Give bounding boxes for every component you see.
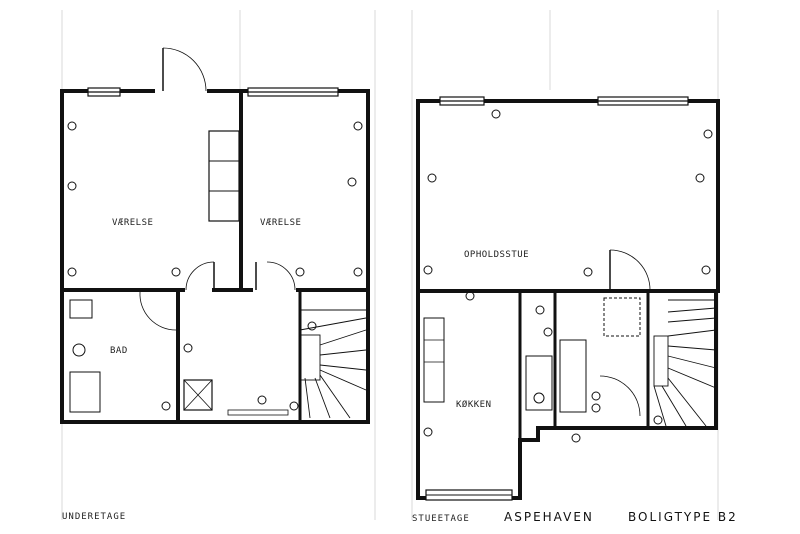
room-label-bad: BAD (110, 346, 128, 356)
toilet (72, 343, 86, 357)
window (439, 96, 689, 106)
cabinet (559, 339, 587, 413)
electrical-symbol (423, 109, 713, 443)
door-swing (185, 261, 215, 291)
electrical-symbol (67, 121, 363, 411)
window (87, 87, 339, 97)
room-label-vaerelse: VÆRELSE (112, 218, 154, 228)
storage (183, 379, 213, 411)
dashed-area (603, 297, 641, 337)
outer-wall (60, 89, 370, 424)
title-project: ASPEHAVEN (504, 510, 594, 524)
caption-underetage: UNDERETAGE (62, 512, 127, 522)
door-swing (162, 47, 207, 92)
staircase (299, 309, 367, 419)
caption-stueetage: STUEETAGE (412, 514, 470, 524)
stove (525, 355, 553, 411)
shower (69, 371, 101, 413)
door-swing (609, 249, 651, 292)
door-swing (266, 261, 296, 291)
stueetage-plan (416, 96, 720, 501)
room-label-vaerelse: VÆRELSE (260, 218, 302, 228)
room-label-opholdsstue: OPHOLDSSTUE (464, 250, 530, 260)
door-swing (599, 375, 641, 417)
room-label-kokken: KØKKEN (456, 400, 492, 410)
sink (69, 299, 93, 319)
kitchen-counter (423, 317, 445, 403)
staircase (653, 299, 717, 427)
radiator (227, 409, 289, 416)
door-swing (139, 291, 177, 331)
faint-grid-lines (61, 10, 719, 520)
title-boligtype: BOLIGTYPE B2 (628, 510, 738, 524)
outer-wall (416, 99, 720, 293)
wardrobe (208, 130, 240, 222)
underetage-plan (60, 47, 370, 424)
